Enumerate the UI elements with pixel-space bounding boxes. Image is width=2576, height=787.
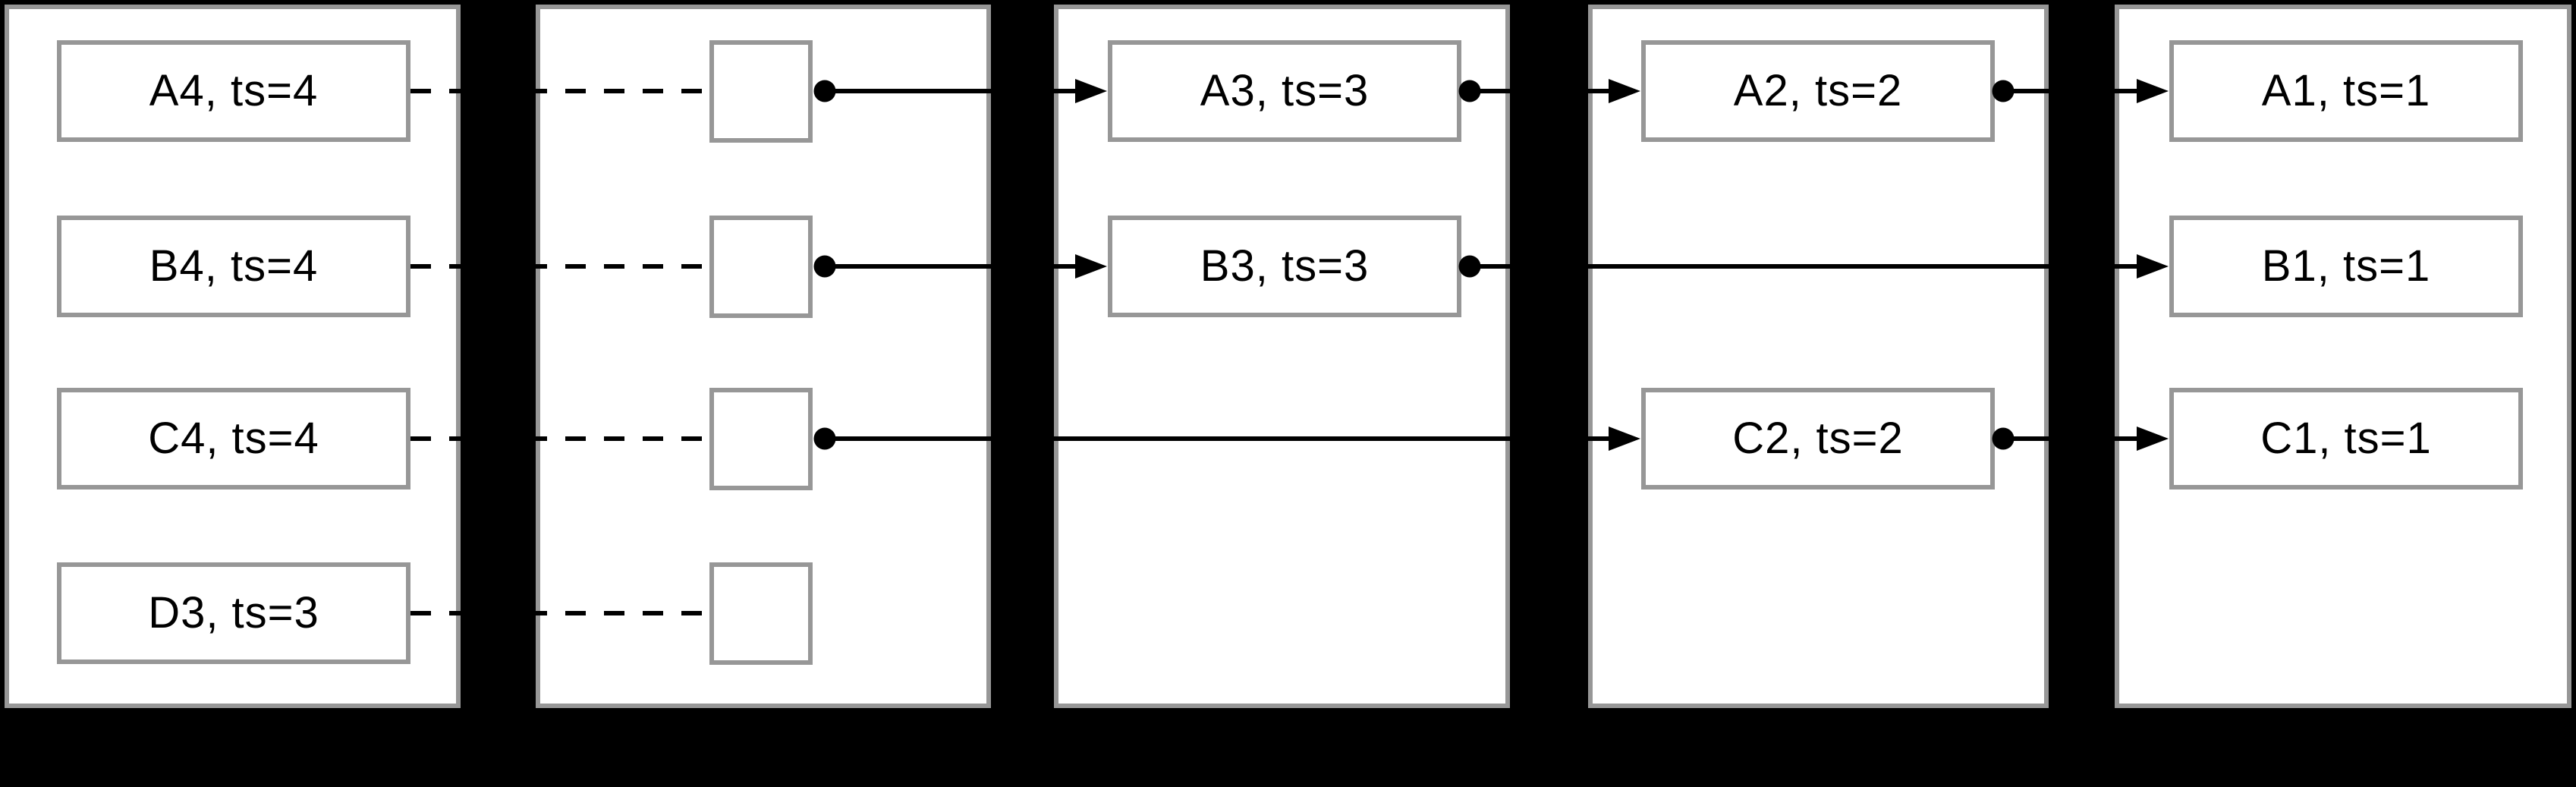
box-label: B4, ts=4 [149, 241, 319, 291]
box-label: A2, ts=2 [1733, 66, 1903, 115]
pointer-box-D [709, 562, 813, 665]
box-label: A3, ts=3 [1200, 66, 1370, 115]
box-C1: C1, ts=1 [2169, 388, 2523, 490]
box-label: B1, ts=1 [2261, 241, 2431, 291]
box-A3: A3, ts=3 [1108, 40, 1461, 142]
box-B4: B4, ts=4 [57, 216, 410, 317]
box-label: C4, ts=4 [148, 414, 319, 463]
box-label: C2, ts=2 [1732, 414, 1904, 463]
box-A4: A4, ts=4 [57, 40, 410, 142]
panel-2 [536, 5, 991, 708]
box-B3: B3, ts=3 [1108, 216, 1461, 317]
box-label: D3, ts=3 [148, 588, 319, 637]
box-label: A1, ts=1 [2261, 66, 2431, 115]
box-A1: A1, ts=1 [2169, 40, 2523, 142]
box-label: B3, ts=3 [1200, 241, 1370, 291]
pointer-box-A [709, 39, 813, 143]
box-label: C1, ts=1 [2260, 414, 2432, 463]
pointer-box-C [709, 387, 813, 490]
box-B1: B1, ts=1 [2169, 216, 2523, 317]
pointer-box-B [709, 215, 813, 318]
box-A2: A2, ts=2 [1641, 40, 1995, 142]
box-C2: C2, ts=2 [1641, 388, 1995, 490]
box-D3: D3, ts=3 [57, 562, 410, 664]
box-C4: C4, ts=4 [57, 388, 410, 490]
box-label: A4, ts=4 [149, 66, 319, 115]
